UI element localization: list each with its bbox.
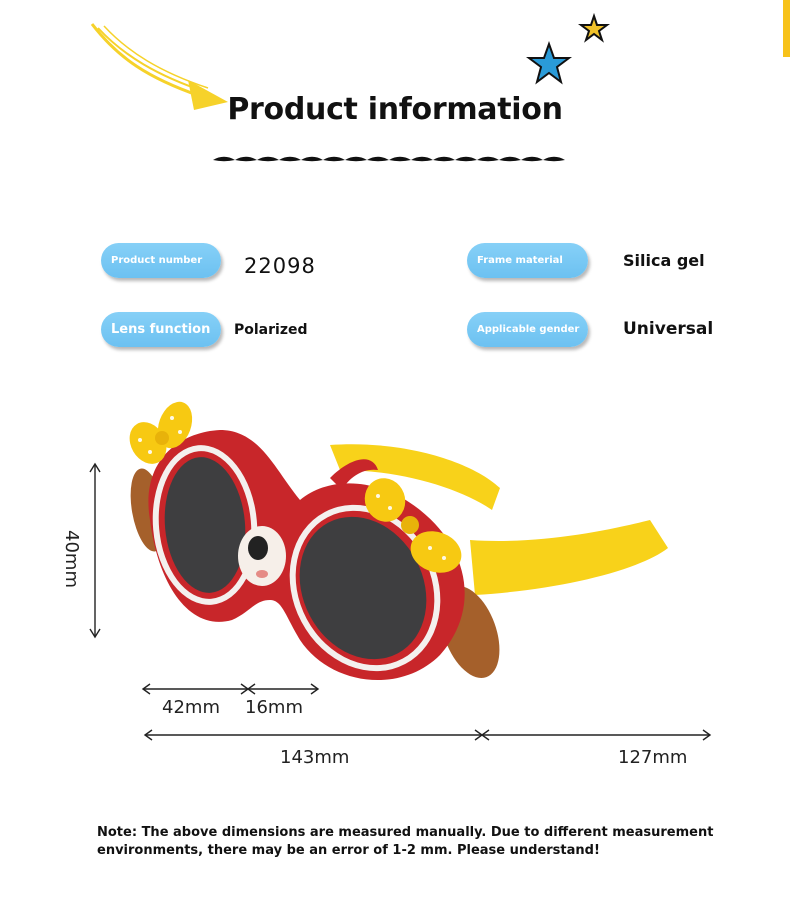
sunglasses-product-image bbox=[129, 401, 668, 681]
lens-function-value: Polarized bbox=[234, 322, 308, 338]
frame-material-value: Silica gel bbox=[623, 251, 705, 270]
product-number-label: Product number bbox=[101, 243, 221, 278]
applicable-gender-label: Applicable gender bbox=[467, 312, 588, 347]
temple-arm bbox=[330, 444, 668, 595]
frame-material-label: Frame material bbox=[467, 243, 588, 278]
height-dimension: 40mm bbox=[61, 530, 82, 588]
applicable-gender-value: Universal bbox=[623, 319, 714, 339]
wave-divider bbox=[213, 156, 565, 162]
lens-function-label: Lens function bbox=[101, 312, 221, 347]
yellow-arrow-icon bbox=[90, 23, 228, 110]
product-number-value: 22098 bbox=[244, 254, 316, 278]
page-title: Product information bbox=[227, 92, 563, 127]
stars-icon bbox=[526, 12, 610, 85]
measurement-note: Note: The above dimensions are measured … bbox=[97, 825, 714, 858]
temple-length-dimension: 127mm bbox=[618, 747, 688, 768]
edge-accent-bar bbox=[783, 0, 790, 57]
lens-width-dimension: 42mm bbox=[162, 697, 220, 718]
bridge-dimension: 16mm bbox=[245, 697, 303, 718]
frame-width-dimension: 143mm bbox=[280, 747, 350, 768]
left-lens bbox=[164, 457, 246, 593]
bow-left bbox=[129, 401, 193, 464]
bow-right bbox=[364, 478, 462, 573]
right-lens bbox=[299, 516, 427, 660]
